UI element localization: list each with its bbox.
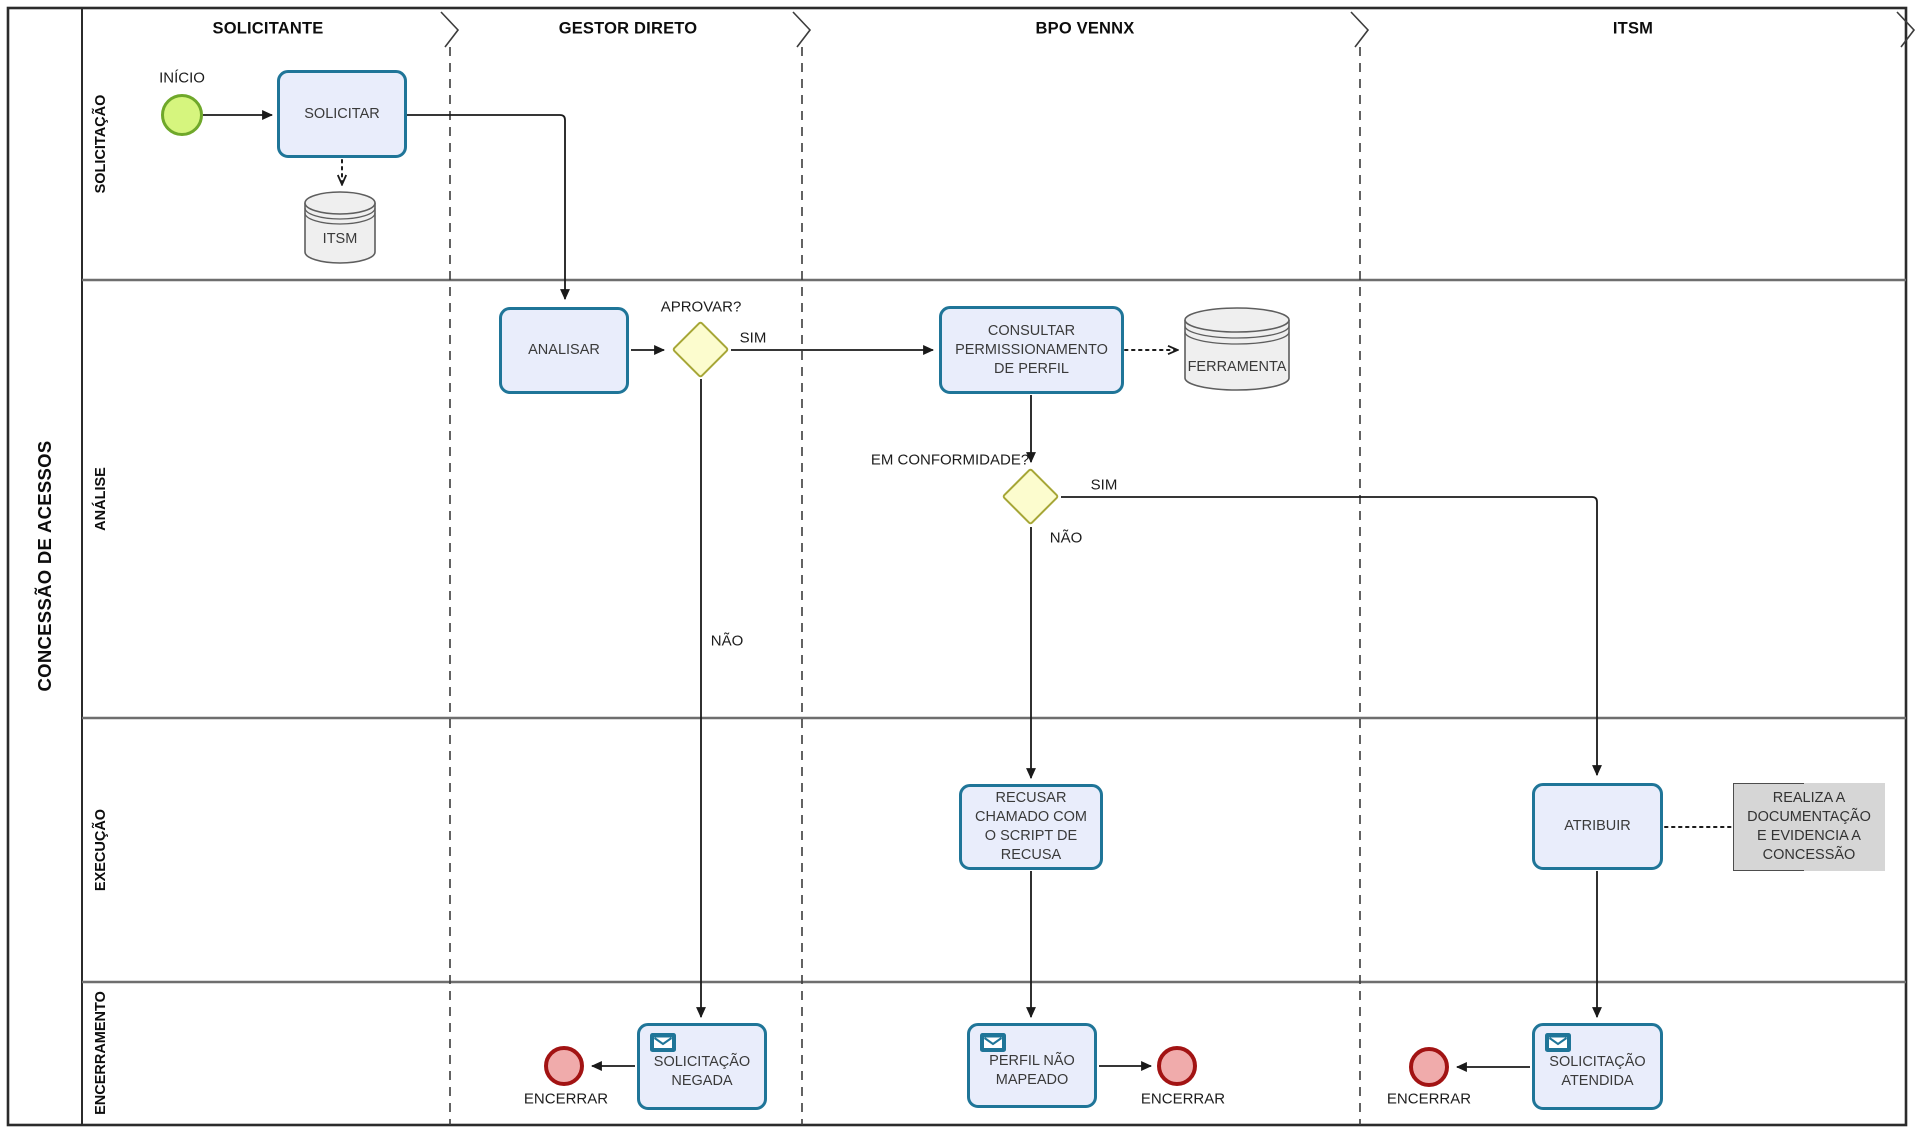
pool-divider-mark-4 [1896,11,1916,48]
end-event-atendida-label: ENCERRAR [1386,1090,1472,1108]
end-event-atendida [1409,1047,1449,1087]
flow-solicitar-analisar [407,114,570,301]
task-solicitacao-atendida: SOLICITAÇÃO ATENDIDA [1532,1023,1663,1110]
gateway-aprovar-label: APROVAR? [660,298,742,316]
task-solicitar-label: SOLICITAR [304,105,380,122]
flow-label-aprovar-sim: SIM [739,329,767,347]
flow-label-aprovar-nao: NÃO [710,632,744,650]
lane-label-analise: ANÁLISE [93,467,109,531]
task-consultar-label: CONSULTAR PERMISSIONAMENTO DE PERFIL [955,322,1108,377]
datastore-itsm-label: ITSM [322,231,358,247]
task-solicitacao-atendida-label: SOLICITAÇÃO ATENDIDA [1549,1053,1646,1089]
pool-header-gestor-direto: GESTOR DIRETO [558,19,698,38]
lane-label-execucao: EXECUÇÃO [93,808,109,892]
lane-label-encerramento: ENCERRAMENTO [93,991,109,1115]
pool-header-solicitante: SOLICITANTE [212,19,324,38]
task-recusar-chamado: RECUSAR CHAMADO COM O SCRIPT DE RECUSA [959,784,1103,870]
pool-header-itsm: ITSM [1612,19,1654,38]
pool-header-bpo-vennx: BPO VENNX [1035,19,1135,38]
datastore-ferramenta-icon [1184,307,1290,391]
start-event-label: INÍCIO [159,69,205,87]
pool-divider-mark-2 [792,11,812,48]
task-solicitacao-negada-label: SOLICITAÇÃO NEGADA [653,1053,751,1089]
task-analisar: ANALISAR [499,307,629,394]
task-atribuir: ATRIBUIR [1532,783,1663,870]
pool-title: CONCESSÃO DE ACESSOS [34,440,55,692]
task-perfil-nao-mapeado-label: PERFIL NÃO MAPEADO [989,1052,1075,1088]
task-analisar-label: ANALISAR [528,342,600,358]
gateway-em-conformidade-label: EM CONFORMIDADE? [870,451,1030,469]
lane-label-solicitacao: SOLICITAÇÃO [93,94,109,194]
task-atribuir-label: ATRIBUIR [1564,818,1631,834]
pool-divider-mark-1 [440,11,460,48]
start-event [161,94,203,136]
pool-border [6,6,1908,1127]
annotation-note-label: REALIZA A DOCUMENTAÇÃO E EVIDENCIA A CON… [1747,790,1871,863]
task-solicitar: SOLICITAR [277,70,407,158]
flow-label-conformidade-sim: SIM [1090,476,1118,494]
message-icon [650,1033,676,1052]
task-recusar-label: RECUSAR CHAMADO COM O SCRIPT DE RECUSA [975,790,1087,863]
end-event-negada [544,1046,584,1086]
datastore-itsm-icon [304,191,376,264]
datastore-ferramenta-label: FERRAMENTA [1187,359,1287,375]
flow-label-conformidade-nao: NÃO [1049,529,1083,547]
end-event-perfil [1157,1046,1197,1086]
task-solicitacao-negada: SOLICITAÇÃO NEGADA [637,1023,767,1110]
pool-divider-mark-3 [1350,11,1370,48]
task-consultar-permissionamento: CONSULTAR PERMISSIONAMENTO DE PERFIL [939,306,1124,394]
message-icon [1545,1033,1571,1052]
end-event-perfil-label: ENCERRAR [1140,1090,1226,1108]
annotation-note: REALIZA A DOCUMENTAÇÃO E EVIDENCIA A CON… [1733,783,1885,871]
task-perfil-nao-mapeado: PERFIL NÃO MAPEADO [967,1023,1097,1108]
flow-conformidade-sim-atribuir [1061,496,1602,777]
message-icon [980,1033,1006,1052]
end-event-negada-label: ENCERRAR [523,1090,609,1108]
